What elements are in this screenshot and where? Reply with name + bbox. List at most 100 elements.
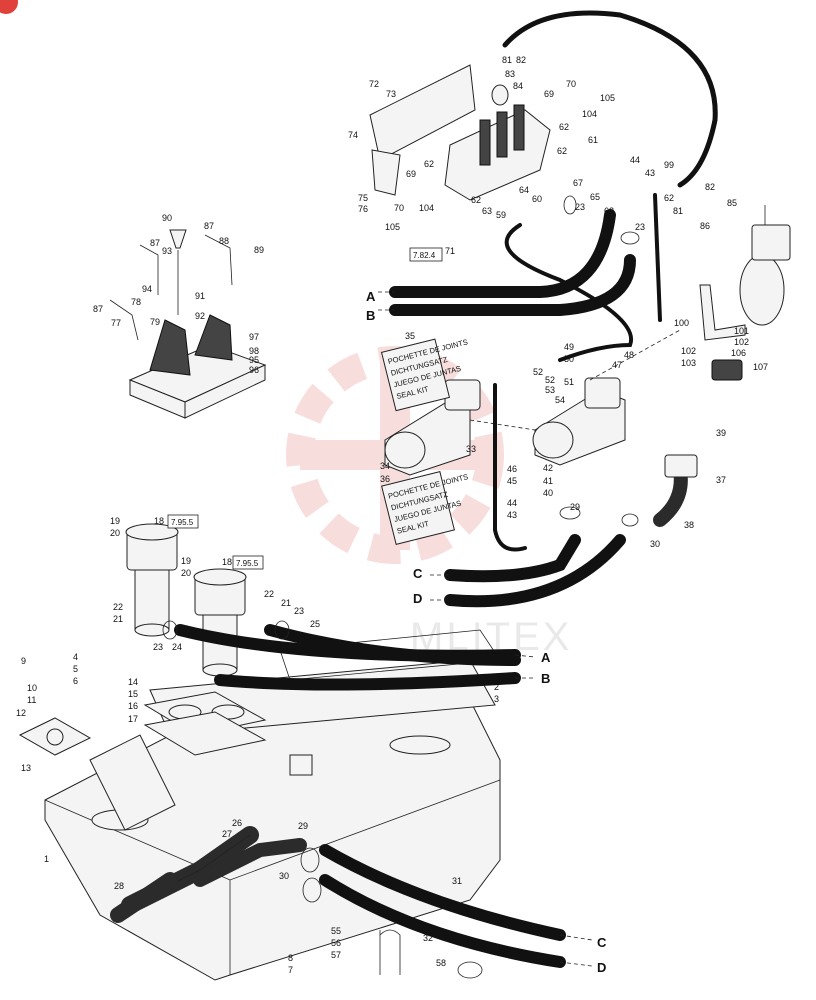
callout-46: 46 bbox=[507, 464, 517, 474]
callout-83: 83 bbox=[505, 69, 515, 79]
callout-15: 15 bbox=[128, 689, 138, 699]
callout-92: 92 bbox=[195, 311, 205, 321]
hose-label-d-mid: D bbox=[413, 591, 422, 606]
callout-96: 96 bbox=[249, 365, 259, 375]
flange-39 bbox=[664, 454, 698, 478]
hose-label-d-lower: D bbox=[597, 960, 606, 975]
callout-54: 54 bbox=[555, 395, 565, 405]
callout-10: 10 bbox=[27, 683, 37, 693]
callout-102b: 102 bbox=[681, 346, 696, 356]
callout-65: 65 bbox=[590, 192, 600, 202]
callout-26: 26 bbox=[232, 818, 242, 828]
callout-27: 27 bbox=[222, 829, 232, 839]
callout-106: 106 bbox=[731, 348, 746, 358]
callout-44a: 44 bbox=[507, 498, 517, 508]
callout-41: 41 bbox=[543, 476, 553, 486]
callout-87b: 87 bbox=[150, 238, 160, 248]
hose-43-loop bbox=[493, 383, 527, 552]
callout-5: 5 bbox=[73, 664, 78, 674]
hose-label-c-mid: C bbox=[413, 566, 423, 581]
callout-71: 71 bbox=[445, 246, 455, 256]
callout-51: 51 bbox=[564, 377, 574, 387]
callout-68: 68 bbox=[604, 206, 614, 216]
callout-63: 63 bbox=[482, 206, 492, 216]
callout-56: 56 bbox=[331, 938, 341, 948]
callout-38: 38 bbox=[684, 520, 694, 530]
callout-70b: 70 bbox=[566, 79, 576, 89]
callout-34: 34 bbox=[380, 461, 390, 471]
callout-62a: 62 bbox=[424, 159, 434, 169]
callout-23c: 23 bbox=[575, 202, 585, 212]
callout-23d: 23 bbox=[635, 222, 645, 232]
callout-101: 101 bbox=[734, 326, 749, 336]
callout-79: 79 bbox=[150, 317, 160, 327]
callout-53: 53 bbox=[545, 385, 555, 395]
callout-43a: 43 bbox=[507, 510, 517, 520]
callout-69a: 69 bbox=[406, 169, 416, 179]
callout-102a: 102 bbox=[734, 337, 749, 347]
callout-74: 74 bbox=[348, 130, 358, 140]
hydraulic-pump-right bbox=[532, 377, 626, 466]
callout-11: 11 bbox=[27, 695, 36, 705]
callout-19a: 19 bbox=[110, 516, 120, 526]
callout-97: 97 bbox=[249, 332, 259, 342]
callout-48: 48 bbox=[624, 350, 634, 360]
callout-99: 99 bbox=[664, 160, 674, 170]
hose-b-upper bbox=[389, 254, 636, 316]
svg-text:7.95.5: 7.95.5 bbox=[171, 518, 194, 527]
callout-18b: 18 bbox=[222, 557, 232, 567]
callout-42: 42 bbox=[543, 463, 553, 473]
callout-24: 24 bbox=[172, 642, 182, 652]
svg-text:7.95.5: 7.95.5 bbox=[236, 559, 259, 568]
callout-25: 25 bbox=[310, 619, 320, 629]
corner-badge bbox=[0, 0, 18, 14]
callout-29b: 29 bbox=[570, 502, 580, 512]
callout-22a: 22 bbox=[113, 602, 123, 612]
ref-box-7824: 7.82.4 bbox=[409, 247, 443, 262]
callout-4: 4 bbox=[73, 652, 78, 662]
accumulator bbox=[739, 205, 791, 326]
hose-59 bbox=[504, 223, 634, 362]
callout-82a: 82 bbox=[516, 55, 526, 65]
callout-93: 93 bbox=[162, 246, 172, 256]
callout-9: 9 bbox=[21, 656, 26, 666]
hose-25 bbox=[264, 624, 521, 666]
callout-87c: 87 bbox=[93, 304, 103, 314]
callout-69b: 69 bbox=[544, 89, 554, 99]
callout-36: 36 bbox=[380, 474, 390, 484]
callout-91: 91 bbox=[195, 291, 205, 301]
callout-31: 31 bbox=[452, 876, 462, 886]
callout-73: 73 bbox=[386, 89, 396, 99]
callout-103: 103 bbox=[681, 358, 696, 368]
callout-86: 86 bbox=[700, 221, 710, 231]
return-filter-left bbox=[125, 523, 179, 637]
callout-84: 84 bbox=[513, 81, 523, 91]
callout-81a: 81 bbox=[502, 55, 512, 65]
hose-clamps bbox=[162, 195, 640, 979]
hose-b-lower bbox=[214, 672, 521, 691]
callout-21b: 21 bbox=[281, 598, 291, 608]
callout-52b: 52 bbox=[545, 375, 555, 385]
callout-98: 98 bbox=[249, 346, 259, 356]
callout-44b: 44 bbox=[630, 155, 640, 165]
callout-62b: 62 bbox=[559, 122, 569, 132]
callout-59: 59 bbox=[496, 210, 506, 220]
callout-104a: 104 bbox=[419, 203, 434, 213]
callout-64: 64 bbox=[519, 185, 529, 195]
hose-c-mid bbox=[444, 534, 581, 583]
callout-47: 47 bbox=[612, 360, 622, 370]
gasket-plates bbox=[143, 691, 267, 756]
callout-105a: 105 bbox=[385, 222, 400, 232]
callout-35: 35 bbox=[405, 331, 415, 341]
callout-85: 85 bbox=[727, 198, 737, 208]
callout-50: 50 bbox=[564, 354, 574, 364]
return-filter-right bbox=[193, 568, 247, 677]
callout-104b: 104 bbox=[582, 109, 597, 119]
callout-30b: 30 bbox=[650, 539, 660, 549]
seal-kit-box-36: POCHETTE DE JOINTS DICHTUNGSATZ JUEGO DE… bbox=[381, 471, 469, 545]
hose-d-lower bbox=[319, 874, 566, 968]
callout-8: 8 bbox=[288, 953, 293, 963]
callout-numbers: 1 2 3 4 5 6 7 8 9 10 11 12 13 14 15 16 1… bbox=[16, 55, 768, 975]
callout-76: 76 bbox=[358, 204, 368, 214]
